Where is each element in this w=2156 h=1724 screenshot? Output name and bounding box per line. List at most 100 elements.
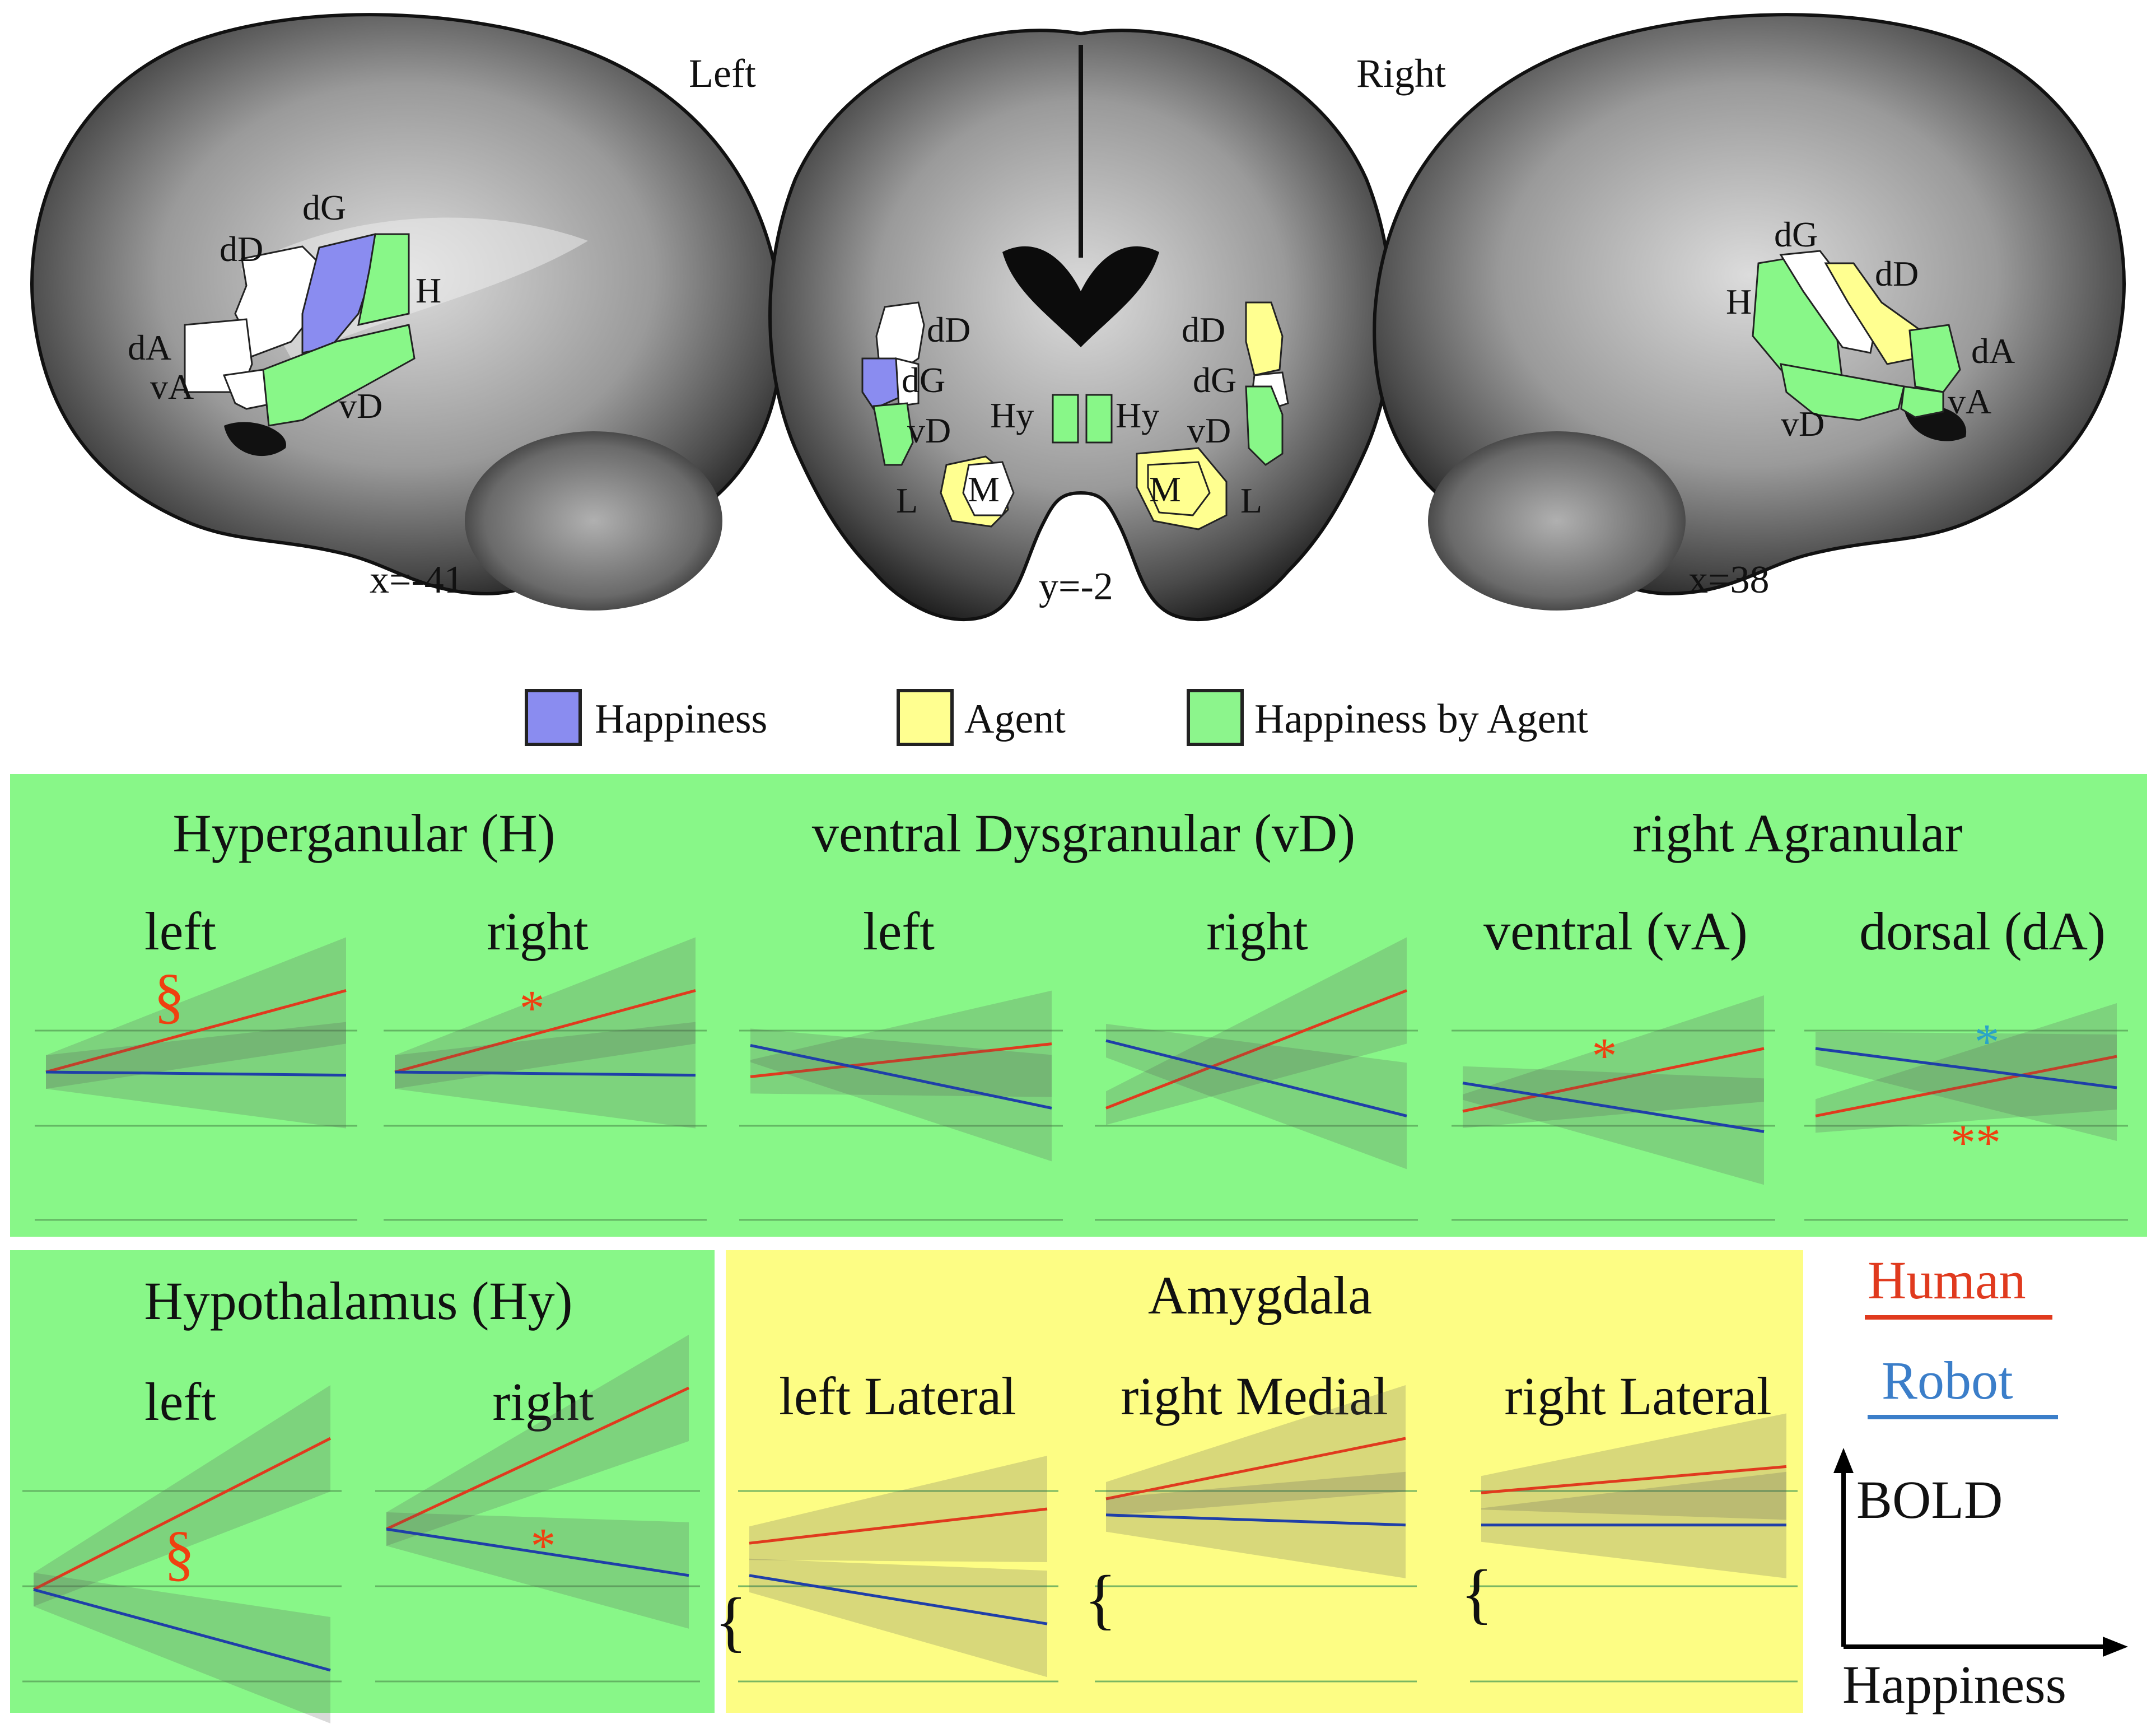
sub-hy-left: left <box>144 1372 216 1432</box>
top-plot-6-sig-mark: ** <box>1950 1115 2001 1171</box>
left-label-H: H <box>416 271 441 310</box>
left-region-dD <box>234 245 320 360</box>
panel-title-amygdala: Amygdala <box>1148 1265 1372 1325</box>
coronal-left-vD <box>872 402 914 466</box>
coronal-right-M <box>1147 461 1211 516</box>
panel-hypothalamus-background <box>10 1250 715 1713</box>
panel-title-ventral-dysgranular: ventral Dysgranular (vD) <box>812 803 1355 863</box>
top-plot-5-robot-line <box>1462 1082 1765 1133</box>
coronal-left-label-vD: vD <box>907 411 951 450</box>
amyg-plot-1-robot-line <box>749 1574 1048 1625</box>
sub-agranular-ventral: ventral (vA) <box>1483 901 1748 961</box>
amyg-plot-3-human-line <box>1481 1465 1787 1494</box>
left-coord: x=-41 <box>370 558 464 602</box>
top-plot-5-human-line <box>1462 1047 1765 1113</box>
right-coord: x=38 <box>1688 558 1769 602</box>
amyg-plot-3-sig-mark: { <box>1460 1556 1493 1630</box>
amyg-plot-2-robot-line <box>1105 1513 1406 1527</box>
top-plot-6-robot-line <box>1815 1047 2117 1089</box>
top-plot-2-sig-mark: * <box>520 981 545 1036</box>
amyg-plot-1-sig-mark: { <box>715 1584 747 1658</box>
coronal-left-label-L: L <box>896 481 918 520</box>
hy-plot-2-sig-mark: * <box>531 1518 556 1574</box>
key-y-arrowhead <box>1833 1448 1854 1473</box>
hy-plot-2-human-line <box>385 1386 690 1531</box>
label-right-hemisphere: Right <box>1356 51 1446 96</box>
hy-plot-2-robot-line <box>386 1527 689 1577</box>
coronal-left-dG <box>861 357 900 410</box>
top-plot-1-human-line <box>45 989 347 1074</box>
right-label-H: H <box>1726 282 1752 321</box>
panel-title-right-agranular: right Agranular <box>1632 803 1962 863</box>
coronal-coord: y=-2 <box>1039 565 1113 608</box>
top-plot-6-sig-mark: * <box>1975 1014 2000 1070</box>
hy-plot-1-sig-mark: § <box>164 1519 195 1587</box>
amyg-plot-3-human-ci-band <box>1481 1413 1786 1520</box>
left-region-vA <box>222 369 276 410</box>
coronal-left-label-dG: dG <box>902 360 945 400</box>
sub-hyperganular-left: left <box>144 901 216 961</box>
top-plot-2-robot-ci-band <box>395 1022 696 1129</box>
top-plot-3-human-line <box>750 1042 1052 1078</box>
right-cerebellum <box>1428 431 1686 611</box>
coronal-right-label-M: M <box>1149 469 1181 509</box>
coronal-right-label-L: L <box>1240 481 1262 520</box>
legend-swatch-agent <box>897 689 954 746</box>
top-plot-6-human-line <box>1815 1055 2117 1117</box>
left-label-vD: vD <box>339 386 382 426</box>
sub-vd-right: right <box>1206 901 1308 961</box>
coronal-left-label-dD: dD <box>927 310 970 350</box>
left-label-dG: dG <box>302 188 346 227</box>
label-left-hemisphere: Left <box>689 51 756 96</box>
right-label-dD: dD <box>1875 254 1919 293</box>
left-region-vD <box>262 324 416 427</box>
hy-plot-1-robot-line <box>33 1588 331 1672</box>
sub-hy-right: right <box>492 1372 594 1432</box>
key-x-arrowhead <box>2103 1637 2128 1657</box>
coronal-right-vD <box>1245 385 1284 466</box>
left-dark-sulcus <box>224 422 286 456</box>
coronal-ventricles <box>1002 246 1159 347</box>
coronal-right-label-dG: dG <box>1193 360 1236 400</box>
key-y-axis-label: BOLD <box>1856 1470 2003 1530</box>
coronal-hy-right-label: Hy <box>1116 395 1159 435</box>
sub-amyg-right-lateral: right Lateral <box>1504 1366 1771 1426</box>
sub-amyg-right-medial: right Medial <box>1121 1366 1388 1426</box>
key-x-axis-label: Happiness <box>1842 1655 2066 1714</box>
coronal-hy-right <box>1085 394 1113 444</box>
top-plot-4-robot-line <box>1105 1039 1407 1117</box>
top-plot-2-human-line <box>394 989 696 1074</box>
top-plot-1-robot-ci-band <box>46 1022 346 1129</box>
coronal-hy-left <box>1052 394 1079 444</box>
legend-swatch-happiness-by-agent <box>1187 689 1244 746</box>
sub-hyperganular-right: right <box>487 901 589 961</box>
left-sagittal-slice: dG dD H dA vA vD x=-41 <box>30 13 783 611</box>
right-label-dA: dA <box>1971 331 2015 371</box>
agent-key: Human Robot BOLD Happiness <box>1833 1250 2128 1714</box>
top-plot-1-sig-mark: § <box>154 962 185 1030</box>
coronal-left-M <box>962 461 1015 516</box>
legend-label-happiness-by-agent: Happiness by Agent <box>1254 696 1588 742</box>
left-cerebellum <box>465 431 722 611</box>
coronal-right-label-vD: vD <box>1187 411 1231 450</box>
right-region-vA <box>1900 385 1944 418</box>
right-region-vD <box>1780 363 1905 421</box>
right-label-dG: dG <box>1774 215 1818 254</box>
right-label-vA: vA <box>1948 381 1991 421</box>
sub-amyg-left-lateral: left Lateral <box>779 1366 1016 1426</box>
right-region-dA <box>1908 324 1961 393</box>
panel-title-hyperganular: Hyperganular (H) <box>172 803 555 863</box>
left-label-dD: dD <box>220 229 263 269</box>
coronal-left-label-M: M <box>968 469 1000 509</box>
legend-swatch-happiness <box>525 689 582 746</box>
region-legend: Happiness Agent Happiness by Agent <box>525 689 1588 746</box>
coronal-right-label-dD: dD <box>1182 310 1225 350</box>
right-sagittal-slice: dG dD H dA vD vA x=38 <box>1373 13 2126 611</box>
coronal-left-dG-white <box>895 357 920 407</box>
key-human-label: Human <box>1868 1250 2026 1310</box>
top-plot-3-human-ci-band <box>750 990 1052 1097</box>
top-plot-5-sig-mark: * <box>1592 1028 1617 1084</box>
key-robot-label: Robot <box>1882 1350 2013 1410</box>
